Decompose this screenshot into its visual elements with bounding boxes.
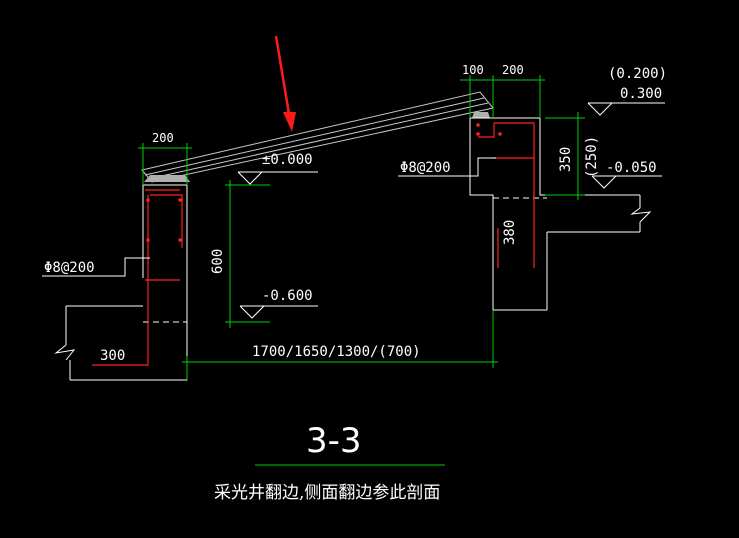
dim-200-top: 200	[502, 63, 524, 77]
dim-380: 380	[502, 220, 518, 245]
elev-0200: (0.200)	[608, 66, 667, 82]
elev-0300: 0.300	[620, 86, 662, 102]
elev-pm0000: ±0.000	[262, 152, 313, 168]
section-title: 3-3	[306, 421, 362, 461]
left-rebar	[92, 189, 183, 366]
elevation-markers	[237, 102, 665, 319]
left-upstand-wall	[54, 184, 188, 381]
dim-250: (250)	[584, 136, 600, 178]
rebar-callout-right: Φ8@200	[400, 160, 451, 176]
dim-300: 300	[100, 348, 125, 364]
dimension-lines	[138, 75, 585, 466]
dim-200-left: 200	[152, 131, 174, 145]
elev-m0050: -0.050	[606, 160, 657, 176]
elev-m0600: -0.600	[262, 288, 313, 304]
right-rebar	[476, 122, 535, 268]
right-upstand-wall	[469, 117, 652, 311]
rebar-callout-left: Φ8@200	[44, 260, 95, 276]
dim-600: 600	[210, 249, 226, 274]
dim-span: 1700/1650/1300/(700)	[252, 344, 421, 360]
red-arrow-icon	[274, 35, 296, 132]
dim-100-top: 100	[462, 63, 484, 77]
section-caption: 采光井翻边,侧面翻边参此剖面	[214, 483, 440, 503]
dim-350: 350	[558, 147, 574, 172]
rebar-leaders	[42, 157, 496, 277]
